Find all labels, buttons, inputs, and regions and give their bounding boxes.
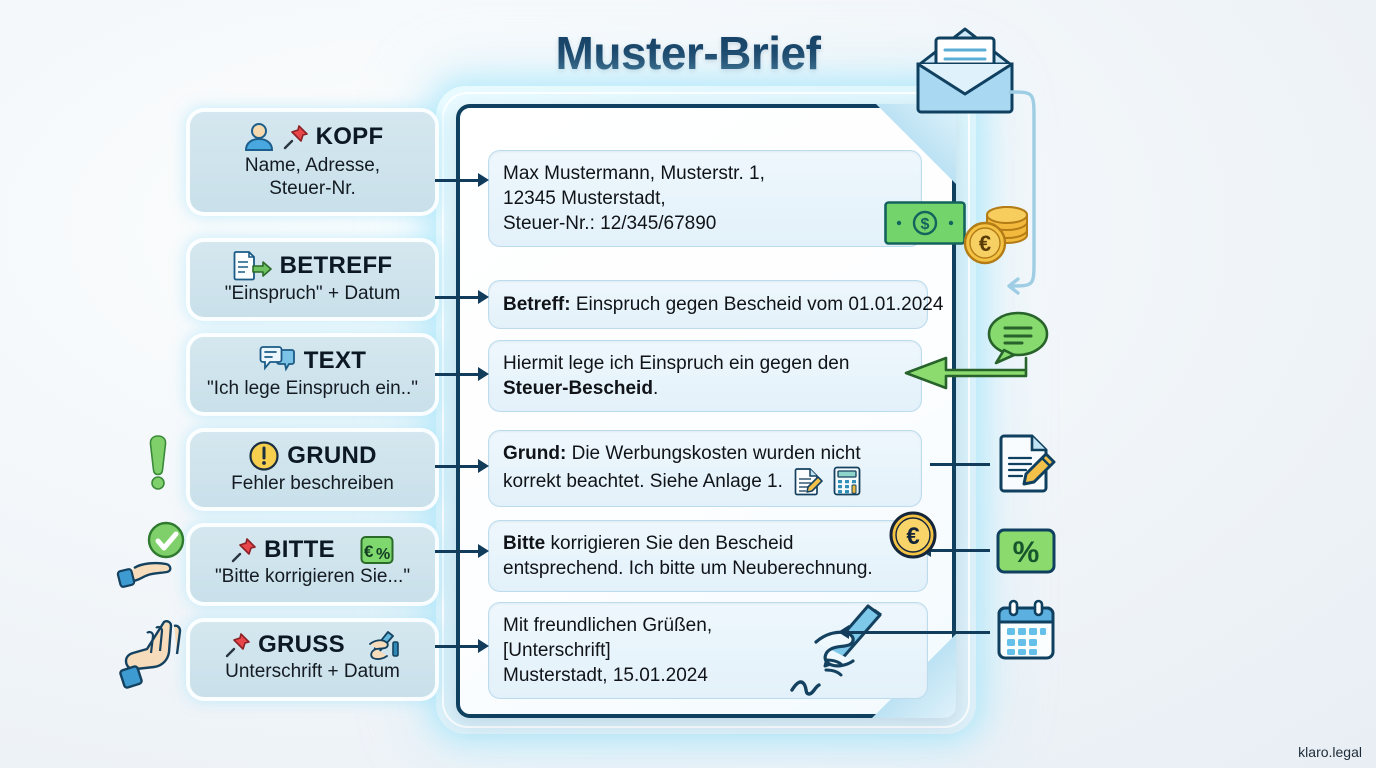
letter-row-kopf: Max Mustermann, Musterstr. 1, 12345 Must…: [488, 150, 922, 248]
kopf-line-3: Steuer-Nr.: 12/345/67890: [503, 213, 717, 235]
curved-connector-line: [1007, 90, 1036, 295]
connector-right-grund: [930, 463, 990, 466]
connector-arrow-bitte: [478, 544, 489, 558]
label-head-text: TEXT: [202, 345, 423, 377]
label-head-grund: GRUND: [202, 440, 423, 472]
gruss-line-1: Mit freundlichen Grüßen,: [503, 615, 713, 636]
page-title: Muster-Brief: [555, 27, 821, 79]
connector-arrow-betreff: [478, 290, 489, 304]
connector-right-gruss-inner: [848, 631, 930, 634]
hand-checkmark-icon: [116, 520, 196, 592]
gruss-line-3: Musterstadt, 15.01.2024: [503, 665, 708, 687]
text-bold: Steuer-Bescheid: [503, 378, 653, 400]
label-sub-gruss: Unterschrift + Datum: [225, 661, 400, 682]
person-icon: [242, 120, 276, 154]
label-box-gruss[interactable]: GRUSS Unterschrift + Datum: [190, 622, 435, 697]
connector-right-arrow-gruss: [838, 625, 849, 639]
bitte-line-1: korrigieren Sie den Bescheid: [545, 533, 794, 554]
text-tail: .: [652, 378, 659, 400]
label-box-bitte[interactable]: BITTE € % "Bitte korrigieren Sie...": [190, 527, 435, 602]
kopf-line-2: 12345 Musterstadt,: [503, 188, 666, 210]
writing-hand-icon: [364, 630, 400, 660]
connector-gruss: [435, 645, 480, 648]
connector-arrow-gruss: [478, 639, 489, 653]
connector-right-gruss: [930, 631, 990, 634]
letter-row-bitte: Bitte korrigieren Sie den Bescheid entsp…: [488, 520, 928, 593]
label-sub-grund: Fehler beschreiben: [231, 473, 394, 494]
document-pencil-icon: [996, 432, 1058, 494]
warning-circle-icon: [248, 440, 280, 472]
letter-row-grund: Grund: Die Werbungskosten wurden nicht k…: [488, 430, 922, 508]
connector-grund: [435, 465, 480, 468]
bitte-line-2: entsprechend. Ich bitte um Neuberechnung…: [503, 558, 873, 580]
label-title-bitte: BITTE: [264, 536, 335, 563]
connector-right-bitte: [930, 549, 990, 552]
pushpin-icon: [283, 124, 309, 150]
svg-text:%: %: [376, 546, 391, 563]
label-title-gruss: GRUSS: [258, 631, 345, 658]
euro-coin-icon: €: [888, 510, 938, 560]
grund-line-1: Die Werbungskosten wurden nicht: [566, 443, 861, 464]
svg-text:€: €: [364, 542, 374, 561]
svg-text:€: €: [979, 231, 991, 256]
calculator-icon: [833, 466, 861, 496]
betreff-label: Betreff:: [503, 294, 571, 315]
percent-badge-icon: %: [996, 528, 1056, 574]
label-sub-text: "Ich lege Einspruch ein..": [207, 378, 418, 399]
letter-row-text: Hiermit lege ich Einspruch ein gegen den…: [488, 340, 922, 413]
connector-text: [435, 373, 480, 376]
speech-bubbles-icon: [259, 345, 297, 377]
pushpin-icon: [231, 537, 257, 563]
label-box-text[interactable]: TEXT "Ich lege Einspruch ein..": [190, 337, 435, 412]
footer-brand: klaro.legal: [1298, 744, 1362, 760]
euro-percent-icon: € %: [360, 535, 394, 565]
svg-text:$: $: [921, 216, 930, 233]
label-box-grund[interactable]: GRUND Fehler beschreiben: [190, 432, 435, 507]
gruss-line-2: [Unterschrift]: [503, 640, 611, 662]
label-title-kopf: KOPF: [315, 123, 384, 150]
praying-hands-icon: [116, 616, 198, 690]
label-sub-bitte: "Bitte korrigieren Sie...": [214, 566, 411, 587]
green-speech-bubble-icon: [986, 310, 1050, 366]
banknote-icon: $: [884, 201, 966, 245]
label-sub-betreff: "Einspruch" + Datum: [224, 283, 401, 304]
label-title-betreff: BETREFF: [279, 252, 393, 279]
letter-row-gruss: Mit freundlichen Grüßen, [Unterschrift] …: [488, 602, 928, 700]
letter-document: Max Mustermann, Musterstr. 1, 12345 Must…: [456, 104, 956, 718]
open-envelope-icon: [912, 26, 1018, 116]
label-head-betreff: BETREFF: [202, 250, 423, 282]
calendar-icon: [996, 599, 1056, 662]
connector-arrow-kopf: [478, 173, 489, 187]
connector-betreff: [435, 296, 480, 299]
label-box-kopf[interactable]: KOPF Name, Adresse, Steuer-Nr.: [190, 112, 435, 212]
connector-arrow-grund: [478, 459, 489, 473]
pushpin-icon: [225, 632, 251, 658]
label-head-bitte: BITTE € %: [202, 535, 423, 565]
label-title-text: TEXT: [303, 347, 367, 374]
kopf-line-1: Max Mustermann, Musterstr. 1,: [503, 163, 765, 184]
document-arrow-icon: [233, 250, 273, 282]
betreff-text: Einspruch gegen Bescheid vom 01.01.2024: [570, 294, 944, 315]
bitte-bold: Bitte: [503, 533, 546, 554]
letter-row-betreff: Betreff: Einspruch gegen Bescheid vom 01…: [488, 280, 943, 330]
svg-text:%: %: [1013, 536, 1040, 569]
label-box-betreff[interactable]: BETREFF "Einspruch" + Datum: [190, 242, 435, 317]
grund-line-2: korrekt beachtet. Siehe Anlage 1.: [503, 470, 783, 492]
document-pencil-small-icon: [793, 466, 823, 496]
green-exclamation-icon: [138, 432, 178, 492]
euro-coins-icon: €: [963, 197, 1031, 269]
label-sub-kopf-line1: Name, Adresse,: [244, 155, 381, 176]
text-line-1: Hiermit lege ich Einspruch ein gegen den: [503, 353, 850, 374]
signing-hand-icon: [782, 598, 912, 708]
label-sub-kopf-line2: Steuer-Nr.: [269, 178, 356, 200]
svg-text:€: €: [906, 523, 919, 550]
connector-arrow-text: [478, 367, 489, 381]
grund-label: Grund:: [503, 443, 567, 464]
label-title-grund: GRUND: [287, 442, 377, 469]
connector-kopf: [435, 179, 480, 182]
label-head-gruss: GRUSS: [202, 630, 423, 660]
green-left-arrow-icon: [900, 348, 1028, 404]
connector-bitte: [435, 550, 480, 553]
label-head-kopf: KOPF: [202, 120, 423, 154]
